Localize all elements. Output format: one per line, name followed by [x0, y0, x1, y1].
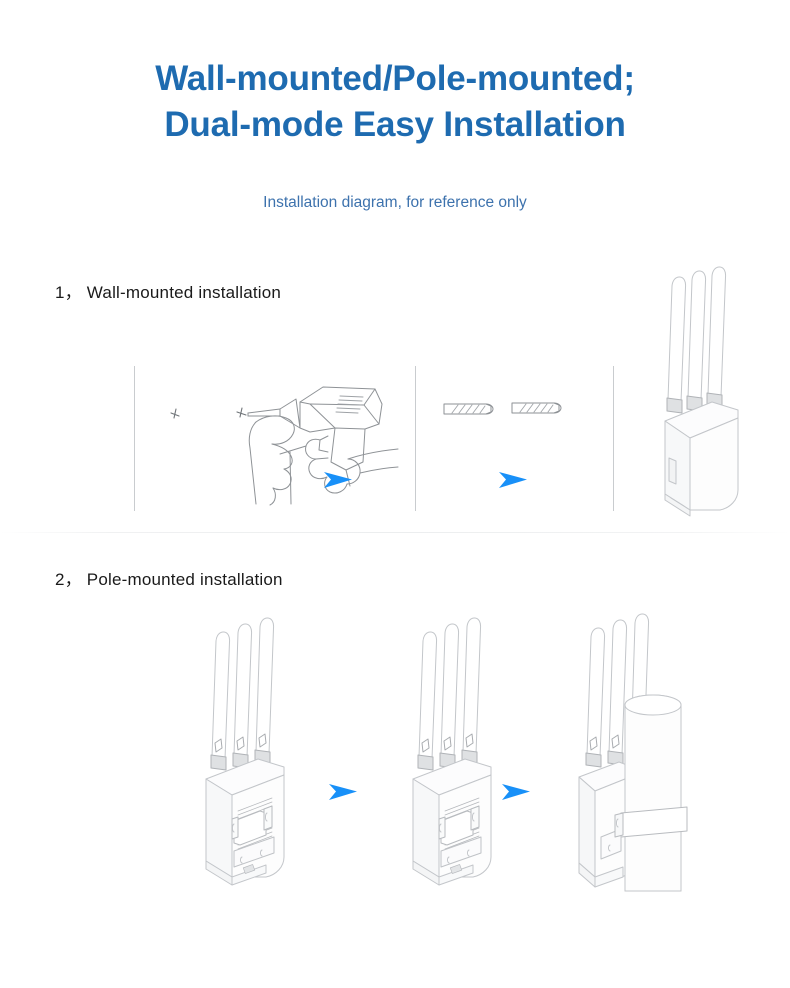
screw-anchor-icon — [440, 392, 570, 432]
section-number-1: 1 — [55, 283, 65, 302]
page-subtitle: Installation diagram, for reference only — [263, 194, 527, 211]
page-title-line-1: Wall-mounted/Pole-mounted; — [155, 59, 635, 98]
page-header: Wall-mounted/Pole-mounted; Dual-mode Eas… — [0, 56, 790, 148]
section-heading-pole-mounted: 2， Pole-mounted installation — [55, 565, 283, 590]
arrow-right-icon — [322, 468, 356, 492]
section-separator-2: ， — [64, 570, 82, 589]
access-point-on-pole-icon — [565, 605, 725, 915]
section-heading-wall-mounted: 1， Wall-mounted installation — [55, 278, 281, 303]
drill-icon — [160, 366, 400, 506]
arrow-right-icon — [327, 780, 361, 804]
section-number-2: 2 — [55, 570, 65, 589]
page-title: Wall-mounted/Pole-mounted; Dual-mode Eas… — [0, 56, 790, 148]
page-subtitle-wrap: Installation diagram, for reference only — [0, 193, 790, 213]
access-point-back-icon — [188, 605, 318, 895]
section-label-text-2: Pole-mounted installation — [86, 570, 283, 589]
access-point-icon — [638, 258, 768, 518]
page-title-line-2: Dual-mode Easy Installation — [164, 105, 626, 144]
section-separator-1: ， — [64, 283, 82, 302]
section-separator-line — [0, 532, 790, 533]
arrow-right-icon — [500, 780, 534, 804]
panel-divider-middle — [415, 366, 416, 511]
panel-divider-right — [613, 366, 614, 511]
section-label-text-1: Wall-mounted installation — [86, 283, 282, 302]
arrow-right-icon — [497, 468, 531, 492]
access-point-strap-icon — [395, 605, 525, 895]
panel-divider-left — [134, 366, 135, 511]
